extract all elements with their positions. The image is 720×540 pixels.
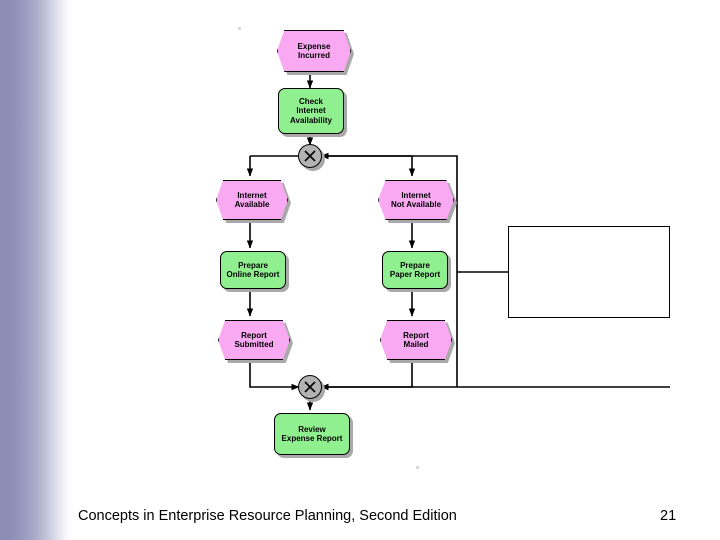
node-line-1: Report: [241, 330, 267, 340]
node-report-submitted[interactable]: Report Submitted: [218, 320, 290, 360]
node-line-2: Internet: [296, 106, 326, 116]
node-line-2: Paper Report: [389, 270, 441, 279]
diagram-connectors: [246, 75, 670, 411]
xor-glyph-icon: [304, 150, 316, 162]
node-expense-incurred-label: Expense Incurred: [294, 42, 335, 61]
node-line-1: Prepare: [400, 260, 430, 270]
footer-book-title: Concepts in Enterprise Resource Planning…: [78, 508, 457, 524]
node-line-1: Report: [403, 330, 429, 340]
slide-accent-band: [0, 0, 72, 540]
node-line-2: Incurred: [297, 51, 330, 60]
node-prepare-online-report-label: Prepare Online Report: [223, 261, 284, 280]
node-line-2: Expense Report: [281, 434, 343, 443]
epc-diagram: Expense Incurred Check Internet Availabi…: [216, 30, 670, 458]
node-internet-available-label: Internet Available: [231, 191, 274, 210]
node-prepare-paper-report[interactable]: Prepare Paper Report: [382, 251, 448, 289]
node-line-1: Expense: [297, 41, 331, 51]
node-check-internet-availability-label: Check Internet Availability: [286, 97, 336, 125]
node-line-2: Available: [234, 200, 270, 209]
node-report-submitted-label: Report Submitted: [230, 331, 277, 350]
xor-glyph-icon: [304, 381, 316, 393]
node-prepare-paper-report-label: Prepare Paper Report: [386, 261, 444, 280]
slide-footer: Concepts in Enterprise Resource Planning…: [0, 508, 720, 540]
connector-xor-join[interactable]: [298, 375, 322, 399]
node-line-2: Submitted: [234, 340, 274, 349]
node-report-mailed[interactable]: Report Mailed: [380, 320, 452, 360]
node-line-1: Prepare: [238, 260, 268, 270]
node-line-1: Check: [298, 96, 323, 106]
node-internet-not-available-label: Internet Not Available: [387, 191, 445, 210]
corner-tick-bottom: [416, 466, 419, 469]
node-internet-available[interactable]: Internet Available: [216, 180, 288, 220]
corner-tick-top: [238, 27, 241, 30]
node-line-2: Not Available: [390, 200, 442, 209]
node-report-mailed-label: Report Mailed: [399, 331, 433, 350]
node-line-1: Internet: [401, 190, 431, 200]
node-review-expense-report[interactable]: Review Expense Report: [274, 413, 350, 455]
node-line-2: Online Report: [226, 270, 280, 279]
node-review-expense-report-label: Review Expense Report: [278, 425, 347, 444]
connector-xor-split[interactable]: [298, 144, 322, 168]
footer-page-number: 21: [660, 508, 677, 524]
node-line-3: Availability: [290, 115, 332, 125]
node-check-internet-availability[interactable]: Check Internet Availability: [278, 88, 344, 134]
annotation-box[interactable]: [508, 226, 670, 318]
node-prepare-online-report[interactable]: Prepare Online Report: [220, 251, 286, 289]
node-line-1: Internet: [237, 190, 267, 200]
node-internet-not-available[interactable]: Internet Not Available: [378, 180, 454, 220]
node-line-1: Review: [298, 424, 326, 434]
node-line-2: Mailed: [403, 340, 429, 349]
node-expense-incurred[interactable]: Expense Incurred: [277, 30, 351, 72]
